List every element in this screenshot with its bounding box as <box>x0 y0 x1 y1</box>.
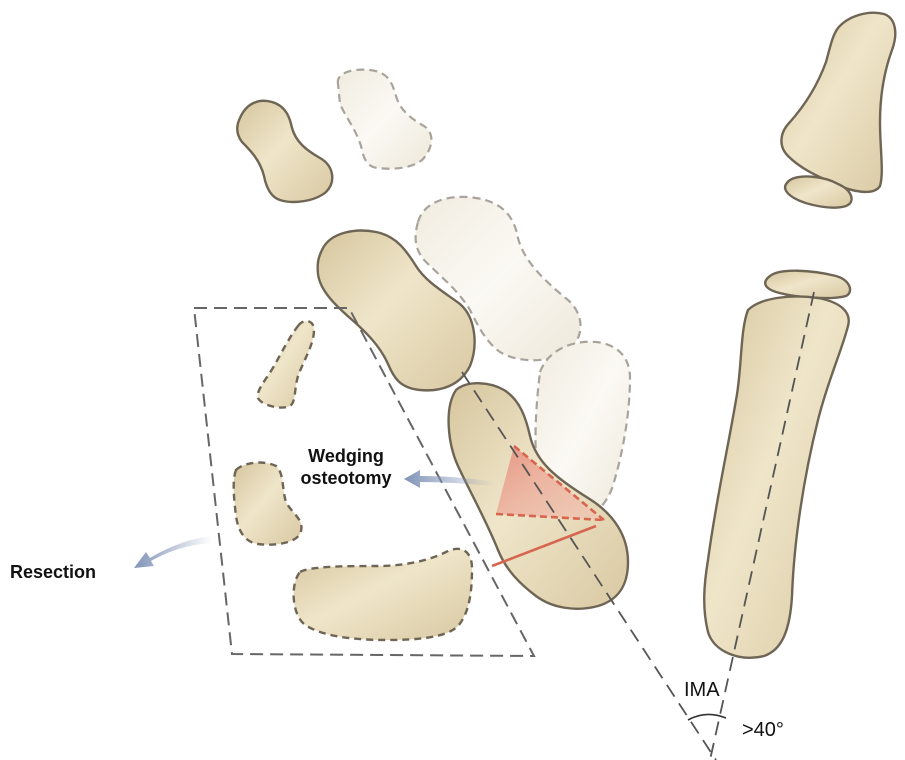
wedging-osteotomy-label-line1: Wedging <box>308 446 384 466</box>
wedging-osteotomy-label-line2: osteotomy <box>300 468 391 488</box>
phalanx-upper-right <box>781 13 895 192</box>
sesamoid-lower <box>765 271 850 298</box>
ima-label: IMA <box>684 679 720 701</box>
ghost-bone-top <box>338 70 432 169</box>
angle-arc <box>688 714 726 720</box>
bone-small-top-left <box>237 101 332 202</box>
second-metatarsal <box>704 297 849 658</box>
resected-bone-bottom <box>294 549 472 640</box>
resection-label: Resection <box>10 562 96 582</box>
resected-bone-top <box>258 321 314 408</box>
resected-bone-middle <box>234 463 302 545</box>
resection-arrow <box>134 536 212 568</box>
angle-value-label: >40° <box>742 719 784 741</box>
